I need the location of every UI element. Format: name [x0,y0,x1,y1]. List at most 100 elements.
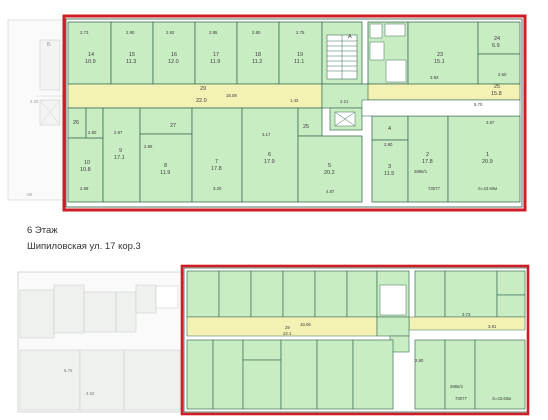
top-south-rooms [67,99,521,203]
room-area: 10.8 [80,167,91,173]
room-area: 11.2 [252,59,262,65]
room-17 [194,21,238,85]
dim: 2.21 [340,99,349,104]
room-no: 25 [494,84,500,90]
room-no: 26 [73,120,79,126]
room-no: 25 [303,124,309,130]
room-23 [407,21,479,85]
room-no: 18 [255,52,261,58]
top-north-rooms [67,21,323,85]
room-24 [477,21,521,55]
dim: 2.73 [80,30,89,35]
dim: 2.80 [252,30,261,35]
dim: 3.87 [486,120,495,125]
room-no: 4 [388,126,391,132]
faded-dim: 5.79 [64,368,73,373]
room-area: 15.1 [434,59,445,65]
top-corridor-link [321,83,369,109]
faded-dim: 4.52 [86,391,95,396]
room-no: 19 [297,52,303,58]
dim: 18.08 [226,93,237,98]
room-area: 15.8 [491,91,502,97]
room-4 [371,115,409,141]
room-no: 8 [164,163,167,169]
room-area: 11.9 [210,59,220,65]
room-area: 6.9 [492,43,500,49]
bottom-floor-plan: 5.79 4.52 [17,264,530,416]
stamp: 2866/1 [450,384,464,389]
room-no: 23 [437,52,443,58]
room-6 [241,107,299,203]
room-area: 17.1 [114,155,125,161]
room-area: 20.2 [324,170,335,176]
top-room-labels: 14 10.9 15 11.3 16 12.0 17 11.9 18 11.2 … [73,30,507,194]
dim: 2.75 [296,30,305,35]
room-no: 15 [129,52,135,58]
room-no: 1 [486,152,489,158]
bottom-south-rooms [186,339,526,410]
left-wing-faded: Б 2.20 .85 [7,19,64,201]
area-note: S=43.60м [478,186,497,191]
dim: 2.80 [384,142,393,147]
dim: 2.80 [88,130,97,135]
dim: 4.87 [326,189,335,194]
corridor-no: 29 [285,325,290,330]
bottom-highlight-frame [180,264,530,416]
dim: 2.60 [415,358,424,363]
stamp: 2866/1 [414,169,428,174]
stairwell-label: А [348,34,352,40]
room-19 [278,21,323,85]
room-no: 7 [215,159,218,165]
blue-number: 73077 [428,186,441,191]
dim: 2.85 [144,144,153,149]
room-5 [297,135,363,203]
room-9 [102,107,141,203]
room-no: 5 [328,163,331,169]
room-no: 27 [170,123,176,129]
room-area: 20.9 [482,159,493,165]
room-area: 17.8 [422,159,433,165]
dim: 5.70 [474,102,483,107]
room-1 [447,115,521,203]
dim: 2.92 [166,30,175,35]
room-no: 6 [268,152,271,158]
room-no: 3 [388,164,391,170]
dim: 2.58 [80,186,89,191]
svg-text:.85: .85 [26,192,33,197]
corridor-area: 22.1 [283,331,292,336]
area-note: S=43.60м [492,396,511,401]
dim: 3.20 [213,186,222,191]
room-25-top [477,53,521,85]
dim: 2.97 [114,130,123,135]
room-no: 16 [171,52,177,58]
room-area: 11.3 [126,59,136,65]
room-no: 14 [88,52,94,58]
room-10 [67,137,104,203]
bottom-room-labels: 29 22.1 18.06 2.60 3.91 3.73 2866/1 7307… [283,312,511,401]
room-area: 17.9 [264,159,275,165]
room-18 [236,21,280,85]
room-area: 10.9 [85,59,96,65]
room-no: 10 [84,160,90,166]
blue-number: 73077 [455,396,468,401]
dim: 3.73 [462,312,471,317]
room-no: 2 [426,152,429,158]
dim: 3.93 [430,75,439,80]
room-no: 9 [119,148,122,154]
svg-text:2.20: 2.20 [30,99,39,104]
room-no: 17 [213,52,219,58]
top-floor-plan: Б 2.20 .85 [7,14,527,212]
room-no: 24 [494,36,500,42]
room-area: 11.5 [384,171,394,177]
address-caption: Шипиловская ул. 17 кор.3 [27,241,141,252]
room-area: 17.8 [211,166,222,172]
room-2 [407,115,449,203]
floor-caption: 6 Этаж [27,225,58,236]
svg-text:Б: Б [47,42,51,48]
room-area: 12.0 [168,59,179,65]
room-area: 11.9 [160,170,170,176]
room-27 [139,107,193,135]
dim: 2.90 [126,30,135,35]
dim: 2.95 [209,30,218,35]
